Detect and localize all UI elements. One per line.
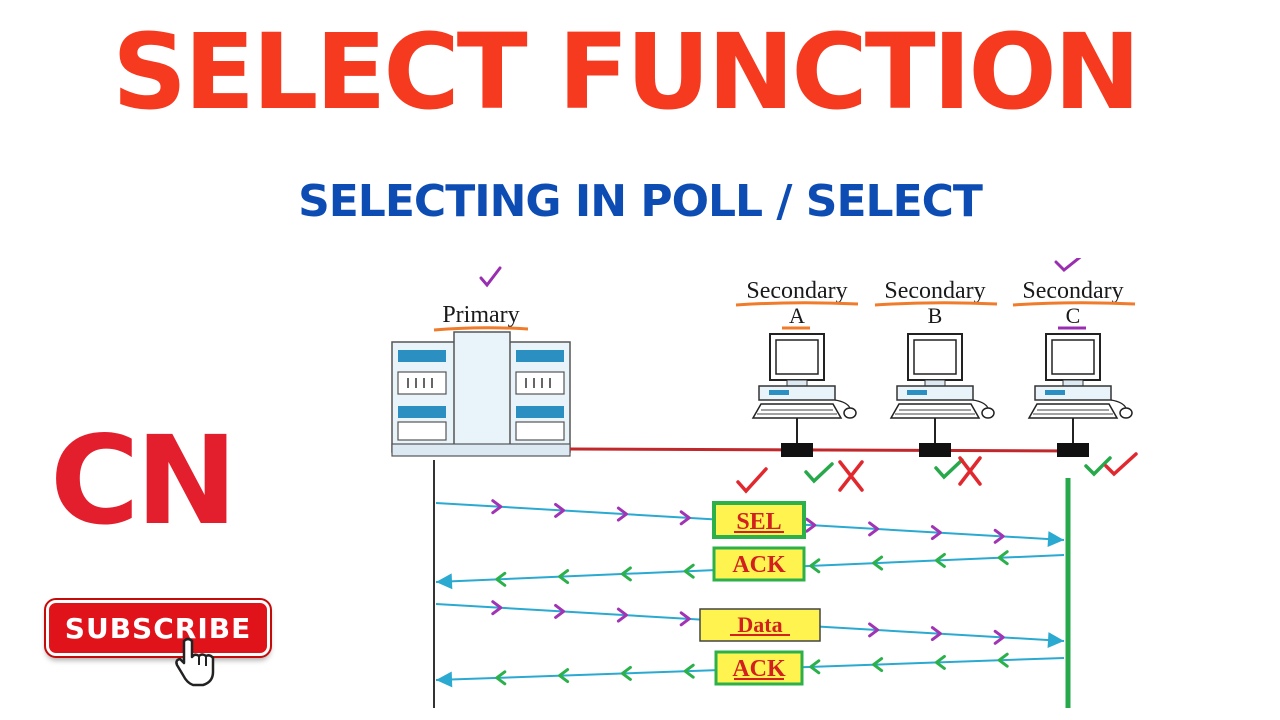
svg-text:Secondary: Secondary	[1022, 278, 1123, 304]
secondary-b-computer-icon	[889, 333, 995, 457]
select-function-diagram: Primary Secondary A Secondary B Secondar…	[391, 258, 1138, 708]
svg-text:Data: Data	[737, 612, 782, 637]
main-title: SELECT FUNCTION	[112, 11, 1141, 133]
primary-check-icon	[479, 266, 502, 288]
frame-ack-2: ACK	[714, 650, 804, 686]
frame-ack-1: ACK	[712, 546, 806, 582]
subtitle: SELECTING IN POLL / SELECT	[298, 176, 983, 227]
frame-data: Data	[699, 608, 821, 642]
subscribe-button[interactable]: SUBSCRIBE	[44, 598, 272, 658]
svg-text:C: C	[1066, 303, 1081, 328]
primary-underline	[433, 326, 529, 332]
svg-text:B: B	[928, 303, 943, 328]
svg-text:ACK: ACK	[732, 656, 786, 682]
secondary-a-label: Secondary A	[735, 278, 859, 330]
secondary-c-label: Secondary C	[1012, 258, 1136, 330]
cn-logo: CN	[50, 410, 238, 552]
secondary-c-computer-icon	[1027, 333, 1133, 457]
station-marks	[736, 452, 1138, 494]
svg-text:Secondary: Secondary	[884, 278, 985, 304]
frame-sel: SEL	[712, 501, 806, 539]
hand-cursor-icon	[175, 637, 215, 687]
secondary-b-label: Secondary B	[874, 278, 998, 328]
bus-line	[569, 447, 1081, 453]
primary-server-icon	[391, 331, 571, 457]
svg-text:A: A	[789, 303, 805, 328]
secondary-a-computer-icon	[751, 333, 857, 457]
svg-text:Secondary: Secondary	[746, 278, 847, 304]
svg-text:SEL: SEL	[736, 509, 781, 535]
svg-text:ACK: ACK	[732, 552, 786, 578]
primary-label: Primary	[442, 302, 519, 328]
